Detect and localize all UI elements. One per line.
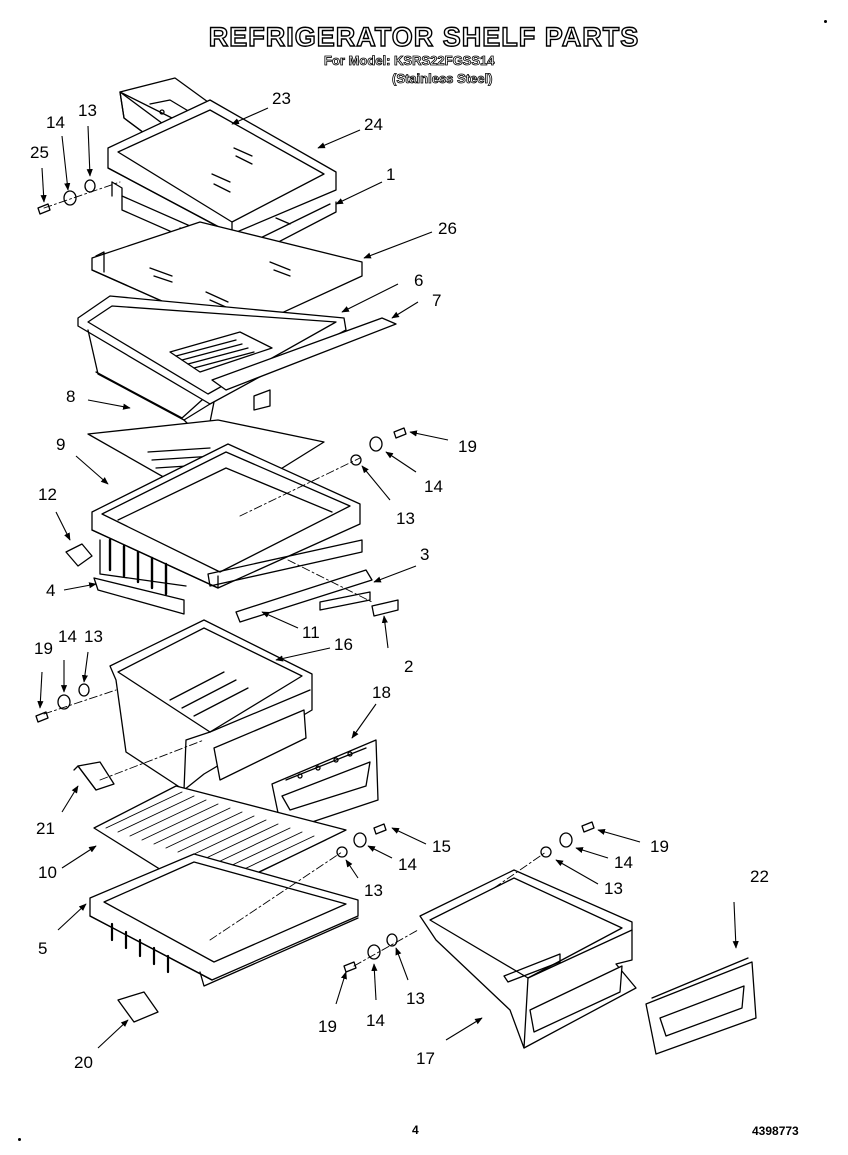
callout-hw-14e: 14 — [614, 853, 633, 872]
callout-hw-15d: 15 — [432, 837, 451, 856]
callout-25: 25 — [30, 143, 49, 162]
callout-1: 1 — [386, 165, 395, 184]
callout-23: 23 — [272, 89, 291, 108]
part-22-drawer-front — [645, 957, 757, 1055]
callout-17: 17 — [416, 1049, 435, 1068]
callout-9: 9 — [56, 435, 65, 454]
callout-hw-13e: 13 — [604, 879, 623, 898]
finish-line: (Stainless Steel) — [392, 71, 493, 87]
part-24-top-shelf — [107, 99, 337, 235]
callout-hw-14a: 14 — [46, 113, 65, 132]
callout-3: 3 — [420, 545, 429, 564]
part-3-slide-bracket — [319, 591, 399, 617]
callout-hw-19e: 19 — [650, 837, 669, 856]
hardware-group-d — [336, 823, 387, 858]
callout-7: 7 — [432, 291, 441, 310]
part-16-crisper-drawer — [109, 619, 313, 791]
page-number: 4 — [412, 1123, 419, 1137]
part-6-crisper-cover-frame — [77, 295, 347, 405]
callout-26: 26 — [438, 219, 457, 238]
hardware-group-c — [35, 683, 90, 723]
callout-24: 24 — [364, 115, 383, 134]
callout-hw-13a: 13 — [78, 101, 97, 120]
corner-mark — [18, 1138, 21, 1141]
callout-18: 18 — [372, 683, 391, 702]
callout-20: 20 — [74, 1053, 93, 1072]
callout-4: 4 — [46, 581, 55, 600]
hardware-group-b — [350, 427, 407, 466]
callout-11: 11 — [302, 623, 320, 642]
part-9-crisper-frame — [91, 443, 363, 596]
leader-arrows — [37, 107, 739, 1049]
part-21-clip — [73, 761, 115, 791]
callout-2: 2 — [404, 657, 413, 676]
page-title: REFRIGERATOR SHELF PARTS — [208, 21, 640, 52]
hardware-group-e — [540, 821, 595, 858]
callout-hw-13d: 13 — [364, 881, 383, 900]
callout-labels: 23 24 1 26 6 7 8 9 12 4 3 2 11 16 18 21 … — [30, 89, 769, 1072]
callout-hw-19c: 19 — [34, 639, 53, 658]
callout-hw-13b: 13 — [396, 509, 415, 528]
part-17-pan-drawer — [419, 869, 637, 1049]
callout-hw-19f: 19 — [318, 1017, 337, 1036]
callout-12: 12 — [38, 485, 57, 504]
part-12-end-cap — [65, 543, 93, 567]
callout-hw-19b: 19 — [458, 437, 477, 456]
callout-5: 5 — [38, 939, 47, 958]
callout-hw-14b: 14 — [424, 477, 443, 496]
part-11-lower-rail — [235, 569, 373, 623]
document-number: 4398773 — [752, 1124, 799, 1138]
hardware-group-a — [37, 179, 96, 215]
callout-hw-13c: 13 — [84, 627, 103, 646]
corner-mark — [824, 20, 827, 23]
callout-22: 22 — [750, 867, 769, 886]
part-7-crisper-rod — [211, 317, 397, 411]
part-5-lower-shelf-frame — [89, 853, 359, 987]
callout-6: 6 — [414, 271, 423, 290]
hardware-group-f — [343, 933, 398, 973]
callout-hw-14c: 14 — [58, 627, 77, 646]
center-lines — [43, 181, 547, 967]
part-20-cap — [117, 991, 159, 1023]
model-line: For Model: KSRS22FGSS14 — [324, 53, 495, 69]
callout-hw-13f: 13 — [406, 989, 425, 1008]
callout-hw-14d: 14 — [398, 855, 417, 874]
callout-8: 8 — [66, 387, 75, 406]
callout-21: 21 — [36, 819, 55, 838]
callout-hw-14f: 14 — [366, 1011, 385, 1030]
callout-10: 10 — [38, 863, 57, 882]
callout-16: 16 — [334, 635, 353, 654]
